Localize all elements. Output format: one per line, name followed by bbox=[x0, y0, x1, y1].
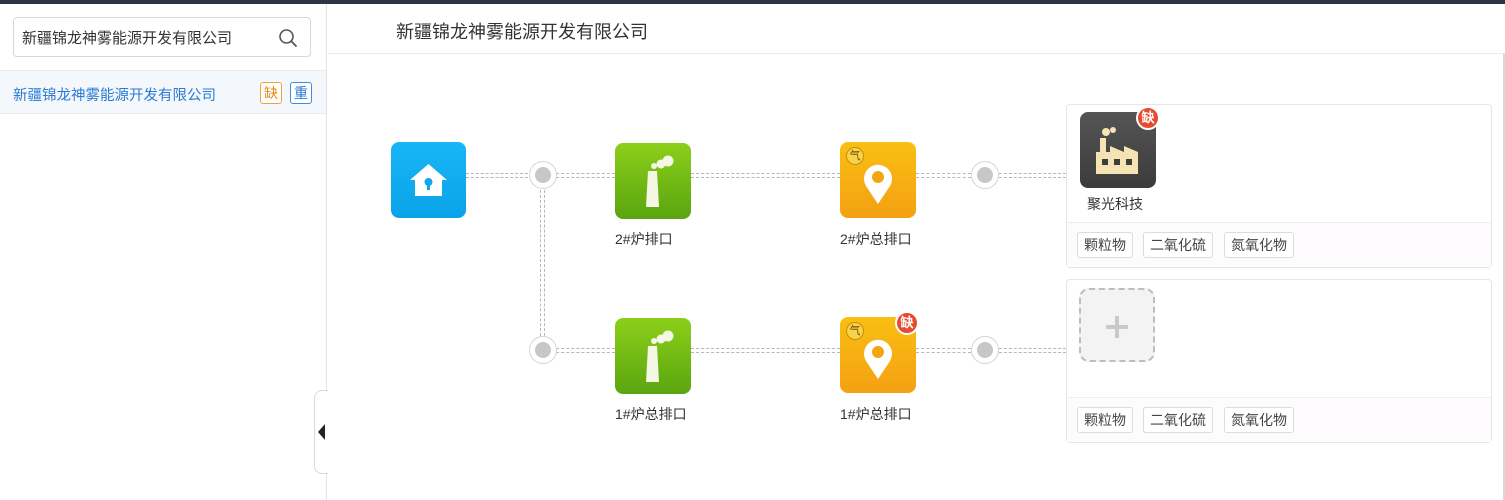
connector-line bbox=[540, 190, 545, 336]
outlet-label-2: 2#炉排口 bbox=[615, 231, 673, 247]
search-icon[interactable] bbox=[278, 28, 298, 48]
sidebar: 新疆锦龙神雾能源开发有限公司 缺 重 bbox=[0, 4, 328, 500]
connector-node bbox=[971, 336, 999, 364]
outlet-label-1: 1#炉总排口 bbox=[615, 406, 687, 422]
total-outlet-label-1: 1#炉总排口 bbox=[840, 406, 912, 422]
connector-node bbox=[529, 336, 557, 364]
total-outlet-tile-2[interactable]: 气 bbox=[840, 142, 916, 218]
tag-nox[interactable]: 氮氧化物 bbox=[1224, 407, 1294, 433]
sidebar-collapse-button[interactable] bbox=[314, 390, 328, 474]
page-title: 新疆锦龙神雾能源开发有限公司 bbox=[396, 22, 648, 42]
tag-nox[interactable]: 氮氧化物 bbox=[1224, 232, 1294, 258]
chimney-icon bbox=[646, 155, 674, 207]
tag-particulate[interactable]: 颗粒物 bbox=[1077, 232, 1133, 258]
connector-line bbox=[999, 173, 1066, 178]
total-outlet-tile-1[interactable]: 气 缺 bbox=[840, 311, 919, 393]
connector-line bbox=[916, 173, 971, 178]
search-box[interactable] bbox=[13, 17, 311, 57]
tag-so2[interactable]: 二氧化硫 bbox=[1143, 232, 1213, 258]
connector-line bbox=[691, 348, 840, 353]
missing-badge: 缺 bbox=[1136, 106, 1160, 130]
connector-node bbox=[529, 161, 557, 189]
tag-particulate[interactable]: 颗粒物 bbox=[1077, 407, 1133, 433]
pollutant-tags: 颗粒物 二氧化硫 氮氧化物 bbox=[1067, 397, 1491, 442]
main-header: 新疆锦龙神雾能源开发有限公司 bbox=[328, 4, 1505, 54]
connector-line bbox=[916, 348, 971, 353]
total-outlet-label-2: 2#炉总排口 bbox=[840, 231, 912, 247]
gas-type-badge: 气 bbox=[846, 322, 864, 340]
scrollbar[interactable] bbox=[1503, 54, 1505, 500]
key-badge: 重 bbox=[290, 82, 312, 104]
search-input[interactable] bbox=[22, 18, 272, 56]
connector-node bbox=[971, 161, 999, 189]
connector-line bbox=[556, 348, 615, 353]
missing-badge: 缺 bbox=[260, 82, 282, 104]
gas-type-badge: 气 bbox=[846, 147, 864, 165]
connector-line bbox=[466, 173, 528, 178]
top-bar bbox=[0, 0, 1505, 4]
collapse-arrow-icon bbox=[318, 424, 325, 440]
chimney-icon bbox=[646, 330, 674, 382]
company-name: 聚光科技 bbox=[1087, 196, 1143, 212]
company-tile[interactable]: 缺 bbox=[1080, 106, 1160, 188]
outlet-tile-2[interactable] bbox=[615, 143, 691, 219]
connector-line bbox=[999, 348, 1066, 353]
monitor-card-1: 缺 聚光科技 颗粒物 二氧化硫 氮氧化物 bbox=[1066, 104, 1492, 268]
add-device-button[interactable] bbox=[1079, 288, 1155, 362]
sidebar-item-company[interactable]: 新疆锦龙神雾能源开发有限公司 缺 重 bbox=[0, 70, 326, 114]
sidebar-item-label: 新疆锦龙神雾能源开发有限公司 bbox=[13, 88, 216, 104]
missing-badge: 缺 bbox=[895, 311, 919, 335]
monitor-card-2: 颗粒物 二氧化硫 氮氧化物 bbox=[1066, 279, 1492, 443]
factory-icon bbox=[1096, 127, 1138, 174]
connector-line bbox=[556, 173, 615, 178]
pollutant-tags: 颗粒物 二氧化硫 氮氧化物 bbox=[1067, 222, 1491, 267]
tag-so2[interactable]: 二氧化硫 bbox=[1143, 407, 1213, 433]
connector-line bbox=[691, 173, 840, 178]
home-icon bbox=[410, 164, 447, 196]
home-tile[interactable] bbox=[391, 142, 466, 218]
location-pin-icon bbox=[864, 339, 892, 379]
location-pin-icon bbox=[864, 164, 892, 204]
outlet-tile-1[interactable] bbox=[615, 318, 691, 394]
